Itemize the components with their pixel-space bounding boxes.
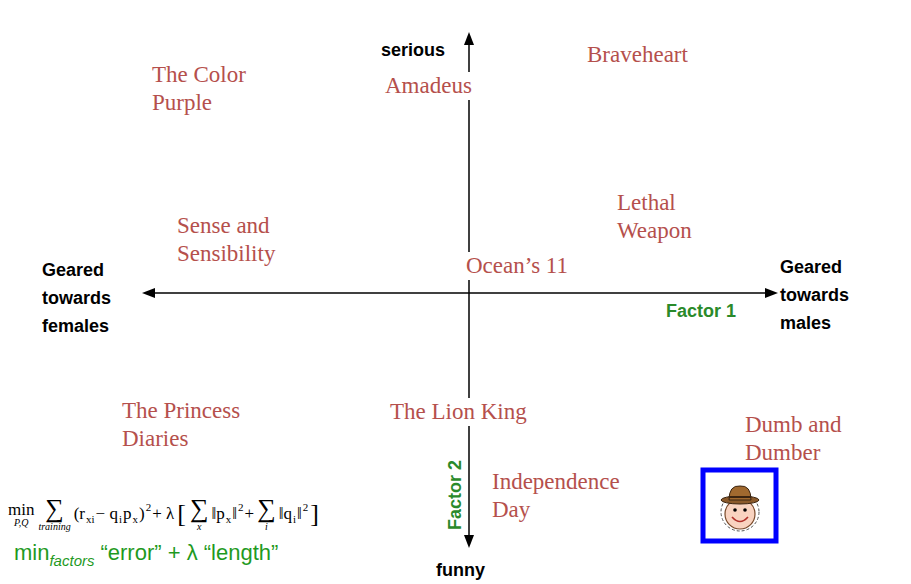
subscript: x [226,513,232,525]
subscript: x [132,513,138,525]
operator: ∑ [257,496,276,522]
movie-title: The Color Purple [150,61,279,117]
movie-title: Independence Day [490,468,662,524]
formula-term: ‖ [232,504,237,524]
operator-range: P,Q [14,518,29,528]
horizontal-axis [152,292,768,294]
formula-term: ‖ [297,504,302,524]
arrow-head [142,288,155,298]
arrow-head [765,288,778,298]
formula-term: ‖q [279,504,292,524]
operator-range: x [197,522,201,532]
user-icon [703,470,776,541]
objective-formula: minP,Q∑training(rxi− qipx)2+ λ[∑x‖px‖2+∑… [6,496,321,532]
eye [733,508,737,512]
summary-term: “error” + λ “length” [100,540,278,565]
formula-term: (r [74,504,85,524]
hat-band [729,496,751,498]
subscript: i [119,513,122,525]
axis-label: serious [381,36,445,64]
formula-term: − q [96,504,118,524]
arrow-head [464,535,474,548]
operator: ∑ [190,496,209,522]
movie-title: The Princess Diaries [120,397,279,453]
stacked-operator: ∑i [257,496,276,532]
stacked-operator: ∑training [38,496,70,532]
movie-title: Braveheart [585,41,690,69]
movie-title: Amadeus [383,72,474,100]
formula-term: p [123,504,132,524]
formula-term: + [245,504,255,524]
summary-term: min [14,540,49,565]
icon-frame [703,470,776,541]
axis-label: funny [436,556,485,584]
operator: ∑ [45,496,64,522]
subscript: factors [49,552,94,569]
superscript: 2 [238,501,244,513]
movie-title: The Lion King [388,398,529,426]
hat-crown [729,486,751,500]
movie-title: Dumb and Dumber [743,411,877,467]
arrow-head [464,32,474,45]
subscript: xi [86,513,95,525]
axis-label: Geared towards females [42,256,132,340]
bracket: [ [177,499,186,529]
vertical-axis [468,42,470,538]
movie-title: Lethal Weapon [615,189,724,245]
stacked-operator: minP,Q [8,501,34,528]
movie-title: Sense and Sensibility [175,212,314,268]
subscript: i [293,513,296,525]
operator-range: i [265,522,268,532]
factor-label: Factor 2 [444,460,466,530]
superscript: 2 [303,501,309,513]
superscript: 2 [146,501,152,513]
formula-term: ‖p [211,504,224,524]
factor-label: Factor 1 [666,300,736,322]
objective-summary: minfactors “error” + λ “length” [14,540,278,566]
formula-term: ) [139,504,145,524]
movie-title: Ocean’s 11 [464,252,570,280]
operator: min [8,501,34,518]
operator-range: training [38,522,70,532]
axis-label: Geared towards males [780,253,870,337]
bracket: ] [310,499,319,529]
smile [732,517,748,522]
formula-term: + λ [152,504,174,524]
eye [743,508,747,512]
stacked-operator: ∑x [190,496,209,532]
